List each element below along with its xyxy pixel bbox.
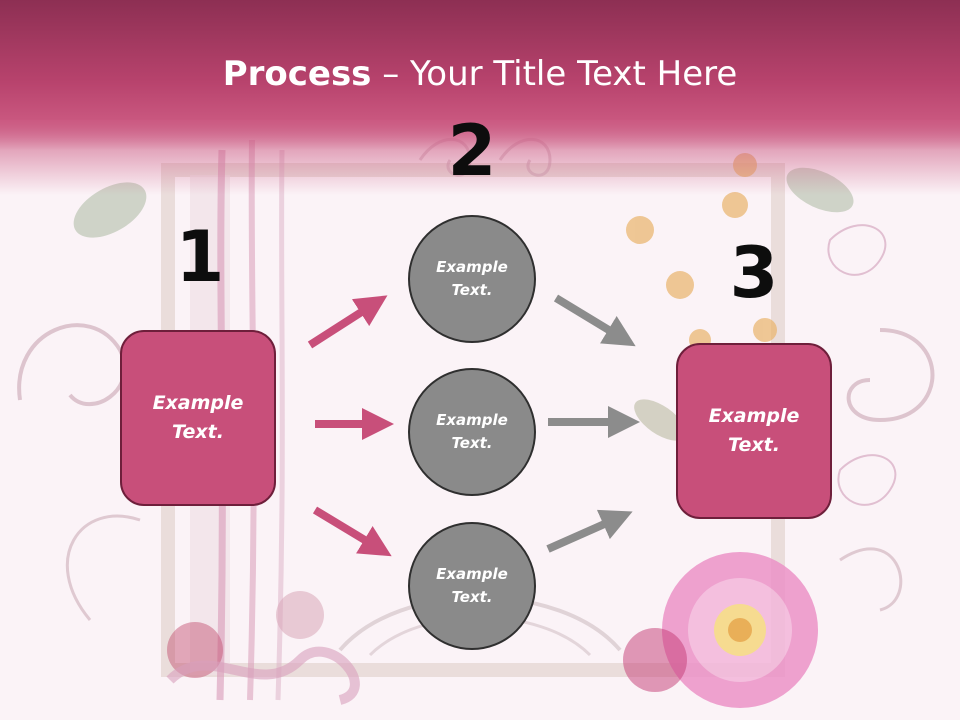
circle-bottom[interactable]: Example Text.: [408, 522, 536, 650]
step-3-text: Example Text.: [708, 405, 800, 456]
circle-top-text: Example Text.: [436, 258, 508, 299]
arrow-1-to-top: [307, 295, 388, 349]
arrow-bottom-to-3: [546, 509, 633, 553]
step-1-box[interactable]: Example Text.: [120, 330, 276, 506]
circle-bottom-text: Example Text.: [436, 565, 508, 606]
arrow-1-to-bottom: [312, 506, 392, 557]
title-fade: [0, 120, 960, 195]
step-number-1: 1: [175, 216, 225, 298]
slide-title: Process – Your Title Text Here: [0, 52, 960, 96]
circle-top[interactable]: Example Text.: [408, 215, 536, 343]
step-3-box[interactable]: Example Text.: [676, 343, 832, 519]
circle-middle[interactable]: Example Text.: [408, 368, 536, 496]
title-rest: – Your Title Text Here: [371, 54, 738, 94]
circle-middle-text: Example Text.: [436, 411, 508, 452]
step-number-2: 2: [447, 110, 497, 192]
step-number-3: 3: [729, 232, 779, 314]
arrow-top-to-3: [553, 294, 636, 347]
step-1-text: Example Text.: [152, 392, 244, 443]
title-bold: Process: [222, 54, 372, 94]
